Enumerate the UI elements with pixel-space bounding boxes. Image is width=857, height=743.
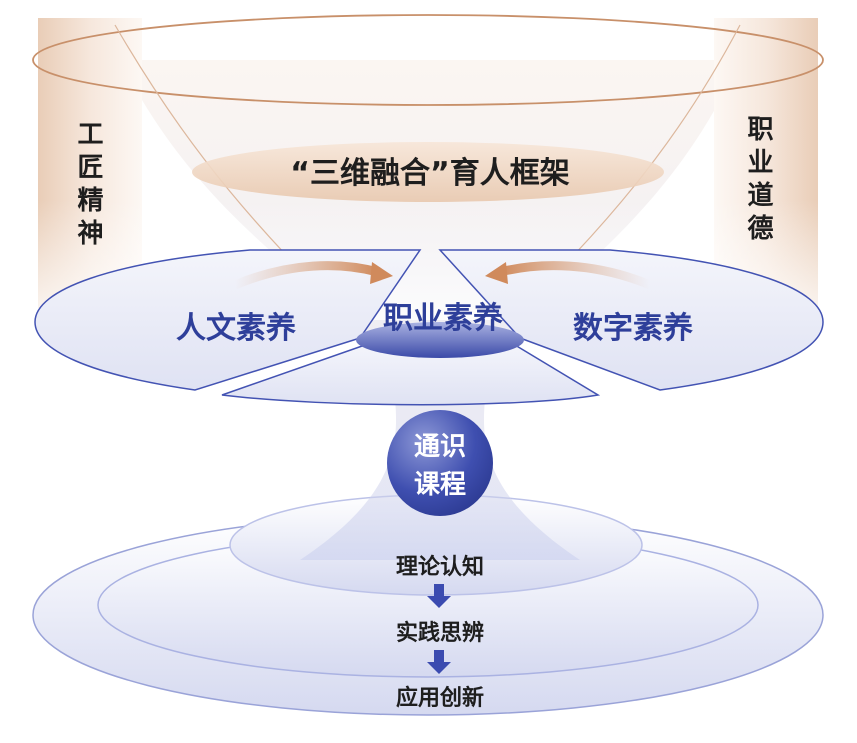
career-literacy-base (356, 322, 524, 358)
core-line1: 通识 (414, 432, 466, 462)
arrow-left-to-center (233, 261, 380, 290)
disk-front-segment (221, 344, 601, 406)
arrow-left-head (370, 262, 393, 284)
literacy-digital: 数字素养 (573, 311, 693, 346)
arrow-right-to-center (498, 261, 652, 290)
title-ellipse (192, 142, 664, 202)
down-arrow-icon (427, 584, 451, 608)
stage-innovation: 应用创新 (396, 685, 484, 711)
disk-right-segment (438, 249, 824, 391)
down-arrow-icon (427, 650, 451, 674)
right-pillar-label: 职业道德 (743, 115, 773, 247)
left-pillar-label: 工匠精神 (73, 120, 103, 252)
literacy-professional: 职业素养 (383, 301, 503, 336)
disk-left-segment (34, 249, 422, 391)
literacy-humanities: 人文素养 (176, 311, 296, 346)
top-rim (32, 14, 824, 106)
core-line2: 课程 (414, 470, 466, 500)
arrow-right-head (485, 262, 508, 284)
general-course-circle (387, 410, 493, 516)
stage-practice: 实践思辨 (396, 620, 484, 646)
stage-theory: 理论认知 (396, 554, 484, 580)
framework-title: “三维融合”育人框架 (290, 156, 569, 191)
